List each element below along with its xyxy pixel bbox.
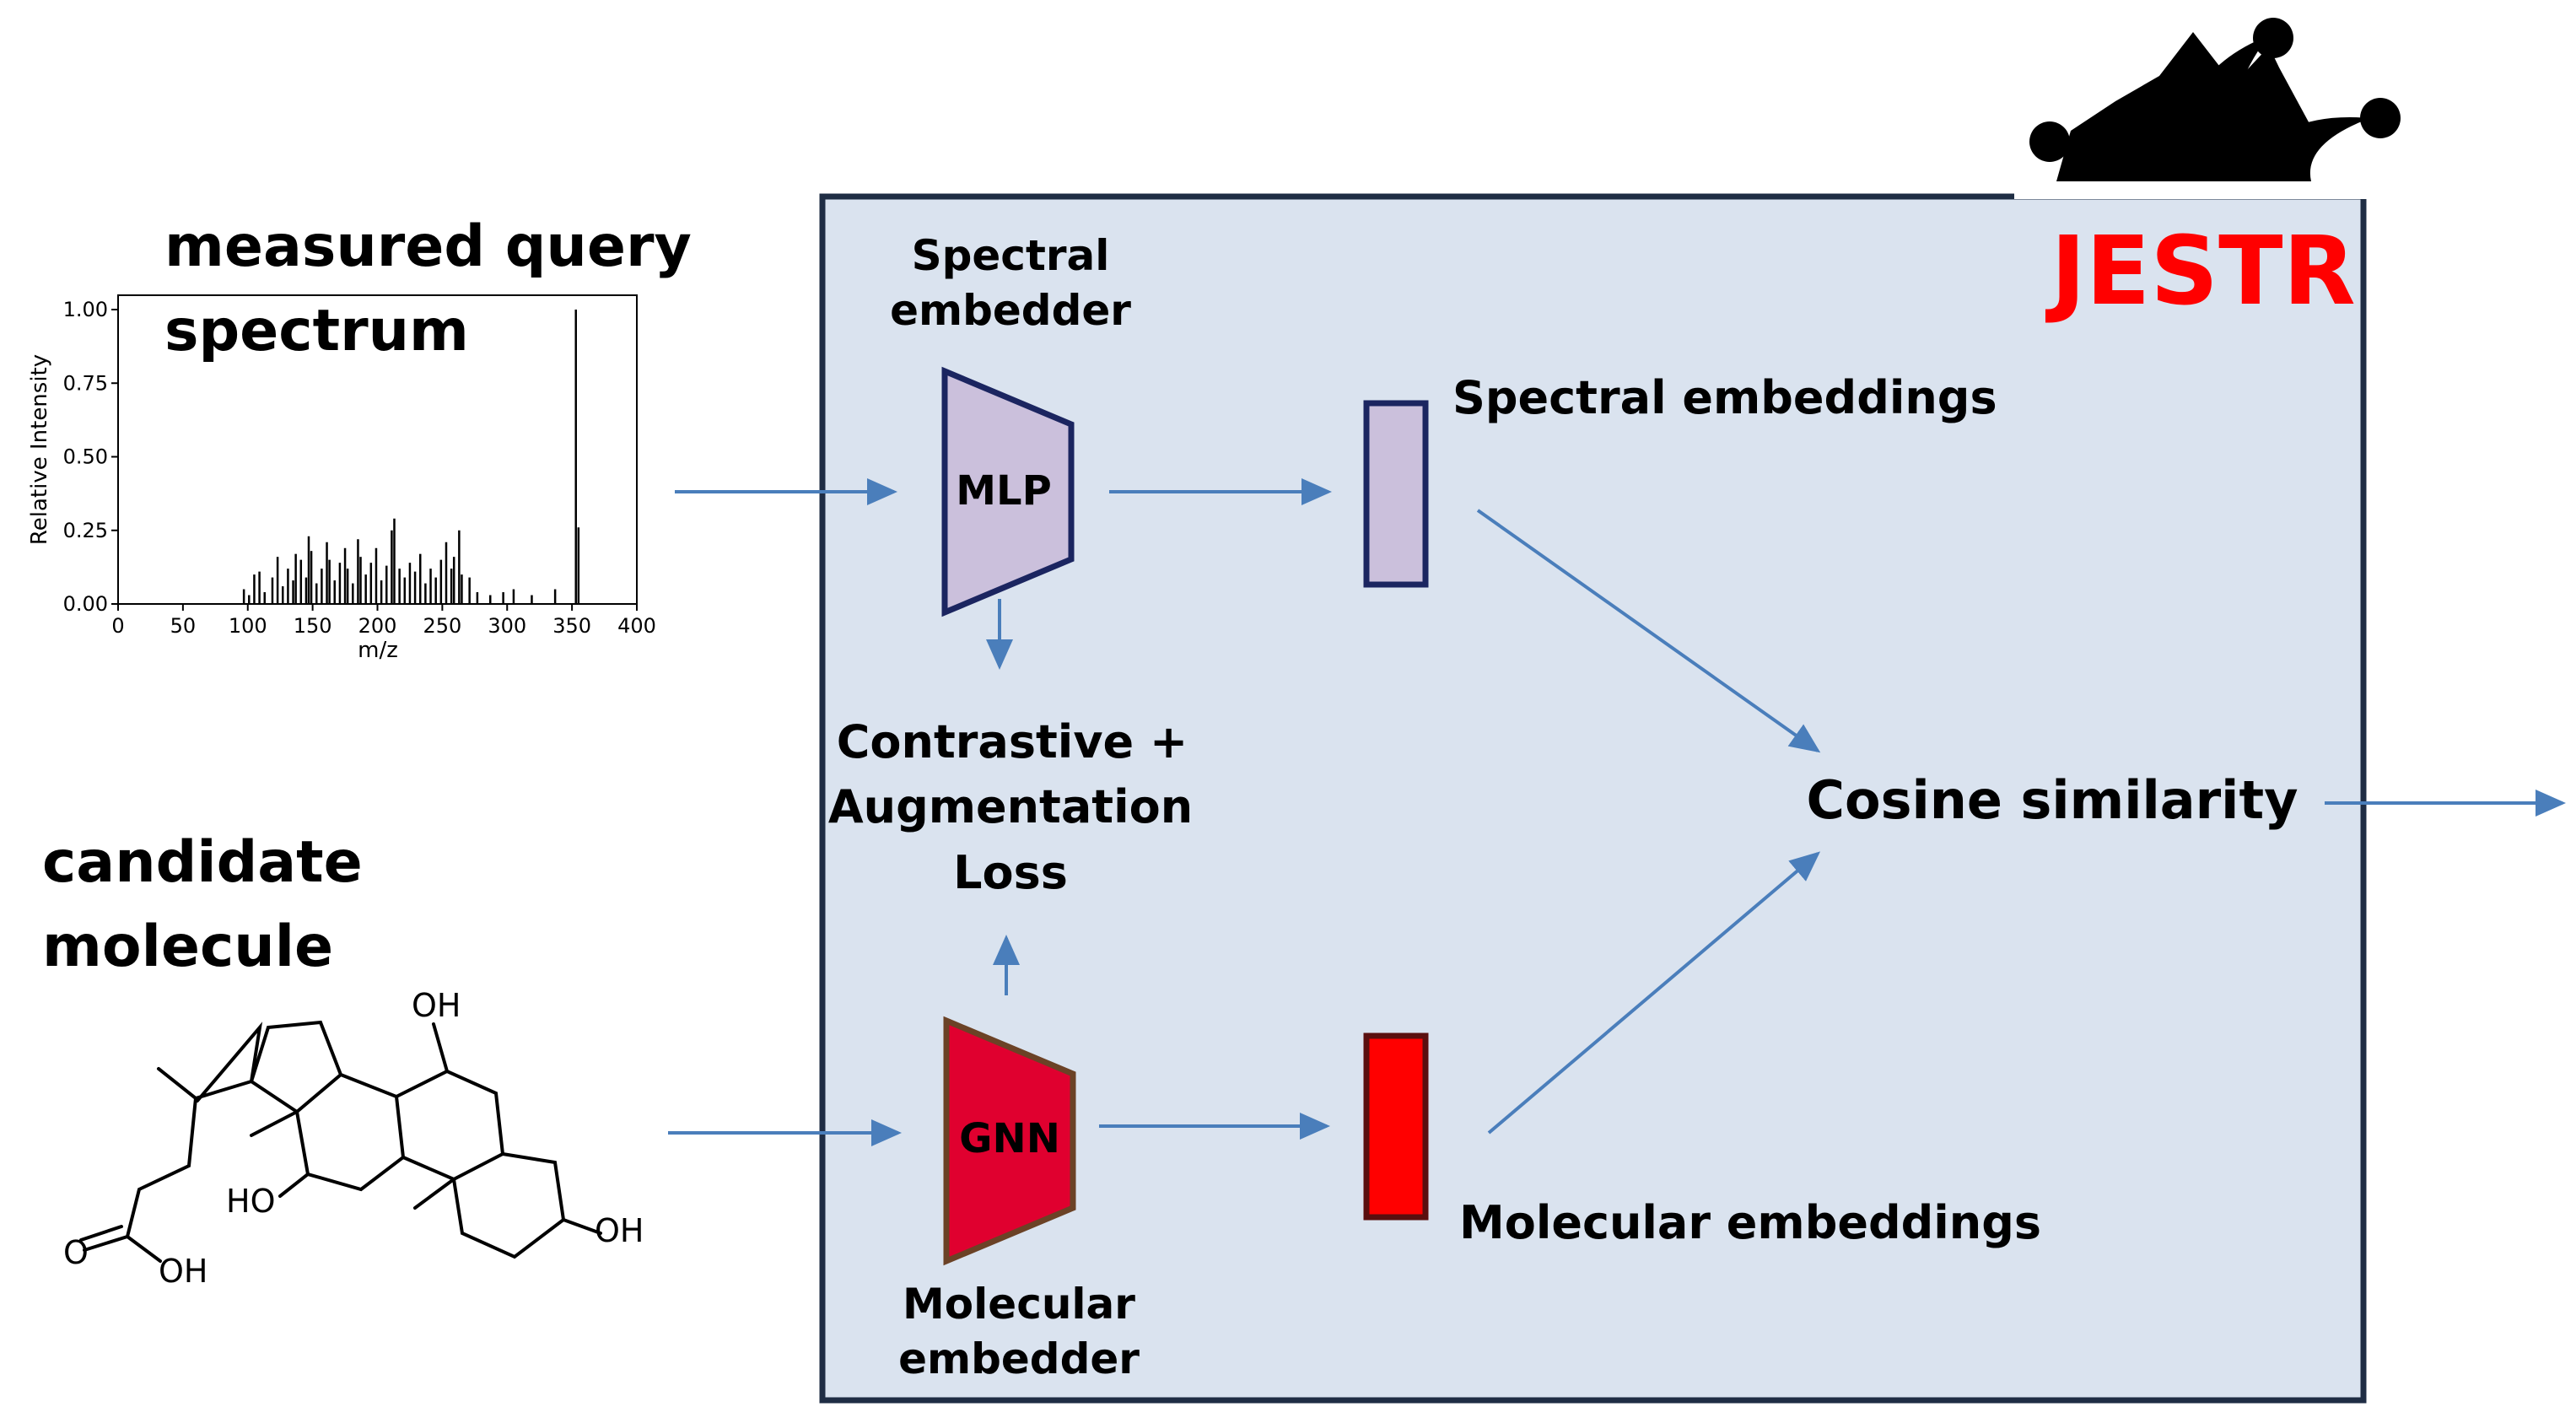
spectrum-chart: 0 50 100 150 200 250 300 350 400 0.00 0.25 0.50 0.7…: [27, 294, 656, 663]
molecule-label-line1: candidate: [42, 829, 363, 896]
x-tick-label: 250: [423, 614, 461, 638]
x-tick-label: 200: [358, 614, 397, 638]
jestr-title: JESTR: [2045, 217, 2355, 326]
x-tick-label: 400: [617, 614, 656, 638]
x-tick-label: 300: [488, 614, 526, 638]
x-tick-label: 150: [294, 614, 332, 638]
y-tick-label: 1.00: [63, 298, 108, 321]
y-tick-label: 0.75: [63, 371, 108, 395]
spectrum-label-line1: measured query: [164, 213, 692, 280]
x-tick-label: 100: [229, 614, 267, 638]
spectral-embedding-bar: [1363, 400, 1429, 588]
arrow-spectral-embedding-to-similarity: [1476, 509, 1821, 753]
spectral-embedder-label-line1: Spectral: [912, 231, 1110, 280]
atom-acid-oh: OH: [159, 1253, 207, 1290]
molecular-embedder-label-line2: embedder: [898, 1334, 1140, 1383]
molecular-embeddings-label: Molecular embeddings: [1459, 1196, 2041, 1249]
spectrum-label-line2: spectrum: [164, 298, 469, 364]
y-tick-label: 0.50: [63, 445, 108, 469]
x-tick-label: 350: [552, 614, 591, 638]
atom-carbonyl-o: O: [63, 1234, 89, 1271]
x-tick-label: 50: [170, 614, 197, 638]
gnn-block: [943, 1016, 1076, 1266]
y-tick-label: 0.25: [63, 519, 108, 542]
atom-ho-left: HO: [226, 1183, 275, 1220]
atom-oh-right: OH: [595, 1212, 644, 1249]
y-tick-label: 0.00: [63, 592, 108, 616]
molecular-embedder-label-line1: Molecular: [903, 1280, 1135, 1329]
y-axis-ticks: 0.00 0.25 0.50 0.75 1.00: [63, 298, 118, 616]
spectrum-peaks: [242, 310, 580, 604]
gnn-label: GNN: [959, 1115, 1060, 1162]
y-axis-label: Relative Intensity: [27, 354, 52, 545]
jester-hat-icon: [2014, 18, 2401, 199]
loss-label-line1: Contrastive +: [837, 715, 1188, 768]
spectral-embedder-label-line2: embedder: [890, 286, 1131, 335]
spectral-embeddings-label: Spectral embeddings: [1452, 371, 1997, 424]
arrow-molecular-embedding-to-similarity: [1487, 851, 1821, 1135]
loss-label-line3: Loss: [953, 846, 1068, 899]
jestr-panel: [819, 193, 2367, 1404]
molecular-embedding-bar: [1363, 1032, 1429, 1221]
x-axis-label: m/z: [358, 638, 398, 663]
molecule-label-line2: molecule: [42, 914, 333, 980]
loss-label-line2: Augmentation: [828, 780, 1193, 833]
x-axis-ticks: 0 50 100 150 200 250 300 350 400: [111, 604, 656, 638]
mlp-label: MLP: [956, 467, 1052, 515]
x-tick-label: 0: [111, 614, 124, 638]
cosine-similarity-label: Cosine similarity: [1806, 769, 2298, 831]
mlp-block: [941, 366, 1075, 617]
atom-oh-top: OH: [412, 987, 461, 1024]
molecule-structure: [79, 1020, 602, 1263]
